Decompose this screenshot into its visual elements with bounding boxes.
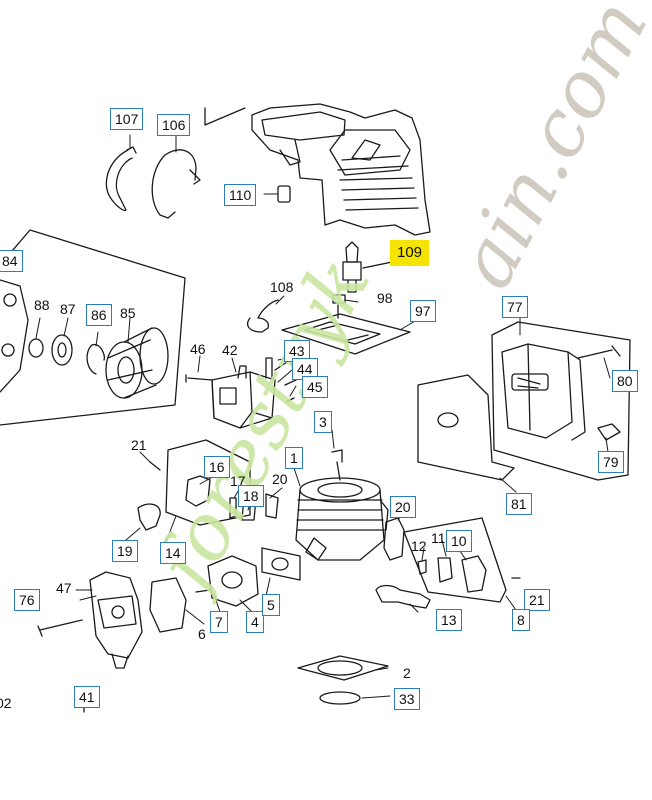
- cylinder-head-drawing: [251, 103, 431, 236]
- callout-106[interactable]: 106: [157, 114, 191, 136]
- callout-88[interactable]: 88: [34, 297, 50, 313]
- callout-10[interactable]: 10: [446, 530, 472, 552]
- bolt-98-drawing: [332, 294, 346, 319]
- callout-20-left[interactable]: 20: [272, 471, 288, 487]
- bolt-80-drawing: [577, 345, 621, 359]
- callout-16[interactable]: 16: [204, 456, 230, 478]
- callout-41[interactable]: 41: [74, 686, 100, 708]
- callout-6[interactable]: 6: [198, 626, 206, 642]
- callout-47[interactable]: 47: [56, 580, 72, 596]
- callout-46[interactable]: 46: [190, 341, 206, 357]
- cylinder-drawing: [295, 477, 389, 561]
- cover-84-drawing: [0, 279, 29, 393]
- part-11-drawing: [437, 557, 453, 583]
- callout-5[interactable]: 5: [262, 594, 280, 616]
- callout-13[interactable]: 13: [436, 609, 462, 631]
- part-88-drawing: [28, 338, 44, 358]
- bracket-frame-14: [165, 439, 251, 526]
- callout-81[interactable]: 81: [506, 493, 532, 515]
- elbow-19-drawing: [137, 503, 161, 531]
- callout-107[interactable]: 107: [110, 108, 144, 130]
- callout-14[interactable]: 14: [160, 542, 186, 564]
- gasket-97-drawing: [281, 313, 411, 355]
- part-20-drawing: [383, 517, 405, 561]
- drum-85-drawing: [105, 341, 143, 399]
- muffler-frame-77: [491, 321, 631, 481]
- gasket-5-drawing: [261, 547, 301, 581]
- muffler-cover-drawing: [501, 343, 586, 441]
- carburetor-drawing: [89, 571, 143, 669]
- callout-02-partial[interactable]: 02: [0, 695, 12, 711]
- cover-frame-84: [0, 229, 186, 426]
- callout-77[interactable]: 77: [502, 296, 528, 318]
- bolt-3-drawing: [331, 449, 343, 481]
- part-16-drawing: [185, 475, 211, 507]
- callout-8[interactable]: 8: [512, 609, 530, 631]
- callout-79[interactable]: 79: [598, 451, 624, 473]
- callout-87[interactable]: 87: [60, 301, 76, 317]
- callout-12[interactable]: 12: [411, 538, 427, 554]
- insulator-4-drawing: [207, 555, 259, 607]
- callout-86[interactable]: 86: [86, 304, 112, 326]
- top-frame-line: [204, 107, 246, 126]
- screw-45-drawing: [285, 397, 295, 403]
- ring-33-drawing: [319, 691, 361, 705]
- callout-21-left[interactable]: 21: [131, 437, 147, 453]
- callout-45[interactable]: 45: [302, 376, 328, 398]
- clip-106-drawing: [151, 149, 197, 219]
- spark-plug-drawing: [342, 241, 393, 293]
- callout-7[interactable]: 7: [210, 611, 228, 633]
- callout-42[interactable]: 42: [222, 342, 238, 358]
- callout-109-highlighted[interactable]: 109: [390, 240, 430, 266]
- callout-80[interactable]: 80: [612, 370, 638, 392]
- callout-98[interactable]: 98: [377, 290, 393, 306]
- screw-21-drawing: [149, 461, 161, 471]
- part-87-drawing: [51, 334, 73, 366]
- heat-shield-81-drawing: [417, 374, 515, 481]
- callout-33[interactable]: 33: [394, 688, 420, 710]
- callout-108[interactable]: 108: [270, 279, 294, 295]
- callout-1[interactable]: 1: [285, 447, 303, 469]
- callout-2[interactable]: 2: [403, 665, 411, 681]
- part-79-drawing: [597, 423, 621, 441]
- hose-13-drawing: [375, 584, 431, 609]
- part-12-drawing: [417, 559, 427, 575]
- callout-4[interactable]: 4: [246, 611, 264, 633]
- screw-6-drawing: [195, 589, 211, 593]
- ignition-coil-drawing: [211, 357, 276, 429]
- bracket-frame-8: [403, 517, 507, 603]
- callout-3[interactable]: 3: [314, 411, 332, 433]
- callout-20-right[interactable]: 20: [390, 496, 416, 518]
- hose-108-drawing: [247, 299, 279, 333]
- callout-11[interactable]: 11: [431, 530, 446, 546]
- bolt-46-drawing: [185, 374, 213, 383]
- callout-21-right[interactable]: 21: [524, 589, 550, 611]
- callout-97[interactable]: 97: [410, 300, 436, 322]
- callout-18[interactable]: 18: [238, 485, 264, 507]
- part-10-drawing: [461, 555, 487, 593]
- callout-84[interactable]: 84: [0, 250, 23, 272]
- callout-44[interactable]: 44: [292, 358, 318, 380]
- part-86-drawing: [86, 343, 106, 375]
- callout-85[interactable]: 85: [120, 305, 136, 321]
- gasket-2-drawing: [297, 655, 389, 681]
- part-110-drawing: [277, 185, 291, 203]
- callout-76[interactable]: 76: [14, 589, 40, 611]
- callout-110[interactable]: 110: [224, 184, 257, 206]
- screw-76-drawing: [37, 619, 83, 637]
- clip-107-drawing: [105, 149, 133, 212]
- callout-19[interactable]: 19: [112, 540, 138, 562]
- gasket-6-drawing: [149, 577, 187, 633]
